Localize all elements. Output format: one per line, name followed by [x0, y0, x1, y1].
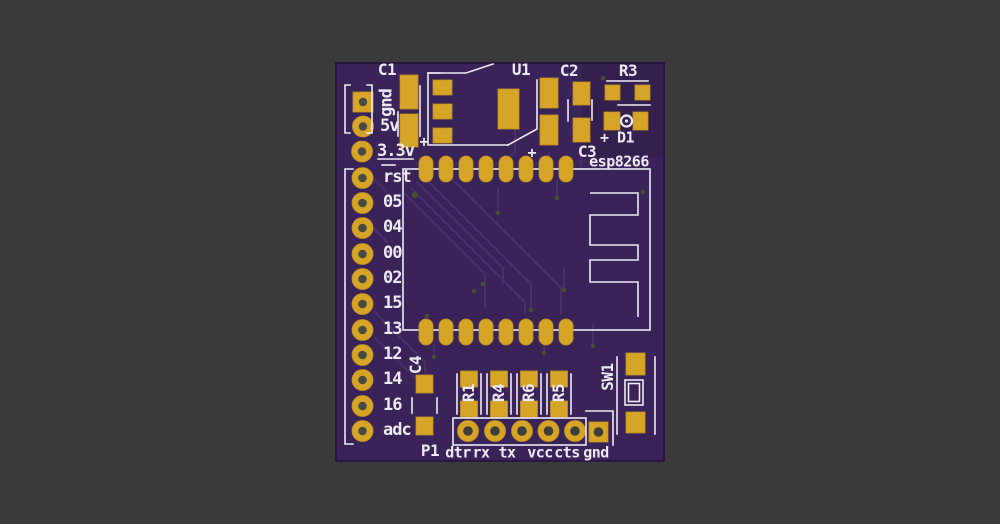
via: [431, 354, 437, 360]
sw1-outline: [624, 379, 644, 406]
r4-pads: [490, 370, 508, 418]
ref-r5: R5: [549, 383, 568, 403]
esp-module-label: esp8266: [589, 152, 649, 171]
via: [590, 343, 596, 349]
pin-label-adc: adc: [383, 420, 412, 440]
pcb-board: gnd 5v 3.3v rst 05 04 00 02 15 13 12 14 …: [335, 62, 665, 462]
pin-label-13: 13: [383, 319, 403, 339]
silkscreen-graphics: [344, 62, 656, 446]
r5-silk: [546, 373, 572, 415]
pin-label-rst: rst: [383, 167, 412, 187]
p1-outline: [452, 417, 587, 446]
pin-label-04: 04: [383, 217, 403, 237]
c1-polarity-mark: +: [419, 132, 429, 151]
r6-pads: [520, 370, 538, 418]
pin-label-tx: tx: [498, 443, 516, 462]
ref-sw1: SW1: [598, 363, 617, 391]
ref-r4: R4: [489, 383, 508, 403]
pin-label-gnd-power: gnd: [376, 89, 397, 117]
pin-label-gnd-serial: gnd: [583, 443, 609, 462]
sw1-pads: [625, 352, 646, 434]
pin-label-12: 12: [383, 344, 403, 364]
pin-label-vcc: vcc: [527, 443, 553, 462]
r4-silk: [486, 373, 512, 415]
board-edge: [335, 62, 665, 462]
ref-r6: R6: [519, 383, 538, 403]
r6-silk: [516, 373, 542, 415]
pin-label-3v3: 3.3v: [377, 141, 415, 161]
via: [554, 195, 560, 201]
c3-polarity-mark: +: [527, 143, 537, 162]
ref-p1: P1: [420, 441, 440, 460]
pin-label-16: 16: [383, 395, 403, 415]
u1-outline: [427, 62, 495, 74]
esp-top-pads: [418, 155, 574, 183]
pin-label-05: 05: [383, 192, 403, 212]
sw1-actuator: [627, 382, 641, 403]
c4-pads: [415, 374, 434, 436]
pin-label-00: 00: [383, 243, 403, 263]
power-header-bracket-left: [344, 84, 351, 134]
pin-label-02: 02: [383, 268, 403, 288]
pin-label-14: 14: [383, 369, 403, 389]
u1-outline: [506, 79, 538, 147]
pin-label-dtr: dtr: [445, 443, 471, 462]
ref-c3: C3: [577, 142, 597, 161]
antenna-meander: [589, 192, 639, 317]
via: [480, 281, 486, 287]
via: [411, 191, 419, 199]
d1-cathode-ring: [619, 114, 634, 128]
via: [424, 313, 430, 319]
via: [495, 210, 501, 216]
c3-pads: [572, 81, 591, 143]
ref-d1: + D1: [599, 128, 635, 147]
via: [471, 288, 477, 294]
d1-cathode-dot: [624, 119, 629, 123]
power-header-bracket-right: [366, 84, 373, 134]
ref-c1: C1: [377, 60, 397, 79]
via: [528, 307, 534, 313]
pin-label-5v: 5v: [380, 116, 400, 136]
gnd-pad-bracket: [585, 410, 614, 446]
ref-c2: C2: [559, 61, 579, 80]
r5-pads: [550, 370, 568, 418]
ref-r1: R1: [459, 383, 478, 403]
ref-u1: U1: [511, 60, 531, 79]
via: [600, 75, 606, 81]
pin-label-rx: rx: [472, 443, 490, 462]
left-header-bracket: [344, 168, 354, 445]
pcb-render: [335, 62, 665, 462]
r3-pads: [604, 84, 651, 101]
drill-holes: [357, 97, 604, 437]
u1-pads: [432, 79, 520, 144]
pin-label-cts: cts: [554, 443, 580, 462]
ref-c4: C4: [406, 355, 425, 375]
c2-pads: [539, 77, 559, 146]
r1-pads: [460, 370, 478, 418]
via: [640, 189, 646, 195]
via: [561, 287, 567, 293]
vias: [411, 75, 646, 360]
copper-pour-dark-region: [582, 62, 665, 157]
via: [541, 350, 547, 356]
copper-traces: [372, 121, 594, 383]
ref-r3: R3: [618, 61, 638, 80]
r1-silk: [456, 373, 482, 415]
pin-label-15: 15: [383, 293, 403, 313]
c1-pads: [399, 74, 419, 148]
esp-bottom-pads: [418, 318, 574, 346]
